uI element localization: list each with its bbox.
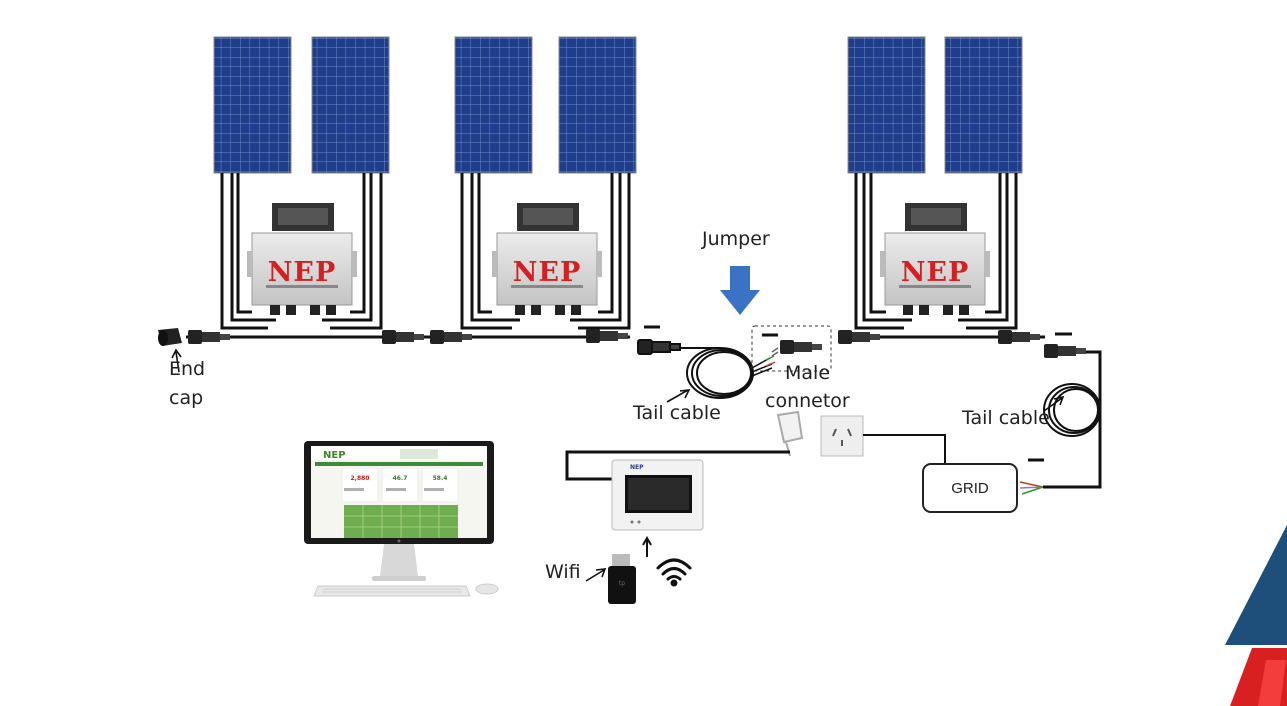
end-cap-label-line2: cap <box>169 387 204 409</box>
monitor-stat-1: 2,880 <box>351 475 370 482</box>
male-connector-label-line2: connetor <box>765 390 850 412</box>
svg-text:tp: tp <box>619 580 625 587</box>
wall-socket-icon <box>820 415 864 457</box>
connector-icon <box>586 329 628 343</box>
end-cap-icon <box>158 328 182 346</box>
monitor-icon: NEP 2,880 46.7 58.4 <box>304 441 494 581</box>
mouse-icon <box>475 583 499 595</box>
solar-panel-icon <box>847 36 926 174</box>
microinverter-icon <box>879 202 991 316</box>
monitor-stat-2: 46.7 <box>393 475 408 482</box>
connector-icon <box>838 330 880 344</box>
monitor-stat-3: 58.4 <box>433 475 448 482</box>
wifi-dongle-icon: tp <box>608 554 636 604</box>
monitor-logo: NEP <box>323 450 346 461</box>
grid-box: GRID <box>922 463 1018 513</box>
corner-decoration <box>1225 525 1287 706</box>
solar-panel-icon <box>944 36 1023 174</box>
wifi-label: Wifi <box>545 561 581 583</box>
pointer-arrow <box>171 348 182 373</box>
male-connector-label-line1: Male <box>785 362 831 384</box>
jumper-label: Jumper <box>702 228 770 250</box>
connector-icon <box>1044 344 1086 358</box>
connector-icon <box>430 330 472 344</box>
tail-cable-left-label: Tail cable <box>633 402 721 424</box>
solar-panel-icon <box>454 36 533 174</box>
keyboard-icon <box>313 585 471 597</box>
male-connector-box <box>751 325 832 372</box>
plug-icon <box>776 410 804 457</box>
cable-coil-icon <box>1043 383 1101 437</box>
down-arrow-icon <box>720 266 760 315</box>
microinverter-icon <box>491 202 603 316</box>
wifi-signal-icon <box>656 558 692 587</box>
connector-icon <box>188 330 230 344</box>
pointer-arrow <box>666 389 691 403</box>
pointer-arrow <box>1043 395 1065 412</box>
microinverter-icon <box>246 202 358 316</box>
solar-panel-icon <box>558 36 637 174</box>
gateway-icon: NEP <box>611 459 704 531</box>
end-cap-label-line1: End <box>169 358 206 380</box>
connector-icon <box>998 330 1040 344</box>
cable-coil-icon <box>637 339 773 399</box>
svg-text:NEP: NEP <box>630 464 644 471</box>
tail-cable-right-label: Tail cable <box>962 407 1050 429</box>
connector-icon <box>382 330 424 344</box>
solar-panel-icon <box>311 36 390 174</box>
pointer-arrow <box>585 568 607 582</box>
solar-panel-icon <box>213 36 292 174</box>
connector-icon <box>780 340 822 354</box>
